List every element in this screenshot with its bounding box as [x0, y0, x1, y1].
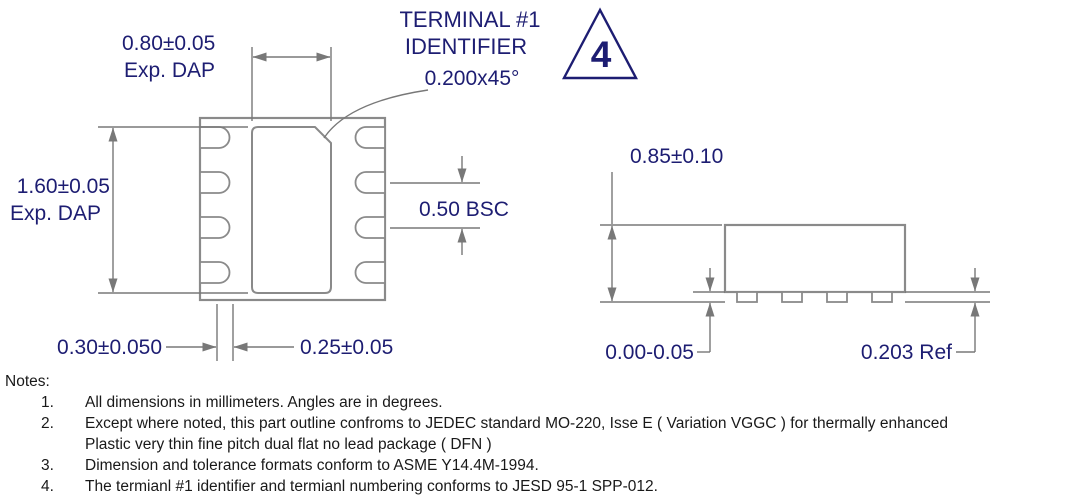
lead-thickness-label: 0.203 Ref	[861, 341, 952, 364]
chamfer-label: 0.200x45°	[425, 67, 520, 90]
note-item-2: 2. Except where noted, this part outline…	[5, 413, 1077, 455]
dimension-lead-pitch: 0.50 BSC	[390, 156, 509, 255]
note-item-1: 1. All dimensions in millimeters. Angles…	[5, 392, 1077, 413]
note-line: Except where noted, this part outline co…	[85, 415, 948, 432]
note-number: 3.	[41, 457, 54, 474]
note-line: Dimension and tolerance formats conform …	[85, 457, 539, 474]
standoff-label: 0.00-0.05	[605, 341, 694, 364]
note-number: 2.	[41, 415, 54, 432]
lead-pitch-label: 0.50 BSC	[419, 198, 509, 221]
note-line: All dimensions in millimeters. Angles ar…	[85, 394, 443, 411]
side-lead	[736, 291, 758, 303]
note-flag-number: 4	[591, 34, 612, 75]
dimension-lead-size: 0.30±0.050 0.25±0.05	[57, 304, 393, 361]
package-side-outline	[723, 223, 907, 294]
package-body-outline	[198, 116, 387, 302]
terminal-pad	[199, 261, 231, 284]
side-lead	[781, 291, 803, 303]
note-item-3: 3. Dimension and tolerance formats confo…	[5, 455, 1077, 476]
note-text: Except where noted, this part outline co…	[85, 413, 1077, 455]
side-lead	[826, 291, 848, 303]
side-lead	[871, 291, 893, 303]
dimension-package-height: 0.85±0.10	[600, 145, 723, 302]
top-view	[198, 116, 387, 302]
terminal-id-label-line1: TERMINAL #1	[399, 7, 540, 32]
chamfer-leader-line	[323, 89, 429, 139]
terminal-pad	[199, 171, 231, 194]
note-text: Dimension and tolerance formats conform …	[85, 455, 1077, 476]
dimension-dap-width: 0.80±0.05 Exp. DAP	[122, 32, 332, 121]
dap-height-label: 1.60±0.05	[17, 175, 110, 198]
note-number: 1.	[41, 394, 54, 411]
terminal-pad	[199, 126, 231, 149]
dimension-lead-thickness: 0.203 Ref	[861, 268, 980, 364]
dimension-standoff: 0.00-0.05	[605, 268, 715, 364]
dap-height-sublabel: Exp. DAP	[10, 202, 101, 225]
terminal-pad	[354, 126, 386, 149]
note-flag-4: 4	[562, 7, 638, 80]
note-number: 4.	[41, 478, 54, 495]
notes-title: Notes:	[5, 373, 50, 390]
note-line: The termianl #1 identifier and termianl …	[85, 478, 658, 495]
side-view	[600, 223, 990, 303]
note-line: Plastic very thin fine pitch dual flat n…	[85, 436, 492, 453]
terminal-identifier-callout: TERMINAL #1 IDENTIFIER 0.200x45°	[323, 7, 541, 139]
dap-width-sublabel: Exp. DAP	[124, 59, 215, 82]
note-item-4: 4. The termianl #1 identifier and termia…	[5, 476, 1077, 497]
note-text: The termianl #1 identifier and termianl …	[85, 476, 1077, 497]
notes-section: Notes: 1. All dimensions in millimeters.…	[5, 371, 1077, 497]
terminal-pad	[354, 261, 386, 284]
terminal-pad	[354, 171, 386, 194]
note-text: All dimensions in millimeters. Angles ar…	[85, 392, 1077, 413]
package-height-label: 0.85±0.10	[630, 145, 723, 168]
package-drawing: 0.80±0.05 Exp. DAP TERMINAL #1 IDENTIFIE…	[10, 7, 990, 364]
dap-width-label: 0.80±0.05	[122, 32, 215, 55]
note-flag-triangle	[562, 7, 638, 80]
terminal-pad	[354, 216, 386, 239]
dimension-dap-height: 1.60±0.05 Exp. DAP	[10, 126, 248, 294]
exposed-dap-outline	[251, 126, 332, 294]
lead-width-label: 0.25±0.05	[300, 336, 393, 359]
terminal-id-label-line2: IDENTIFIER	[405, 34, 527, 59]
lead-length-label: 0.30±0.050	[57, 336, 162, 359]
terminal-pad	[199, 216, 231, 239]
